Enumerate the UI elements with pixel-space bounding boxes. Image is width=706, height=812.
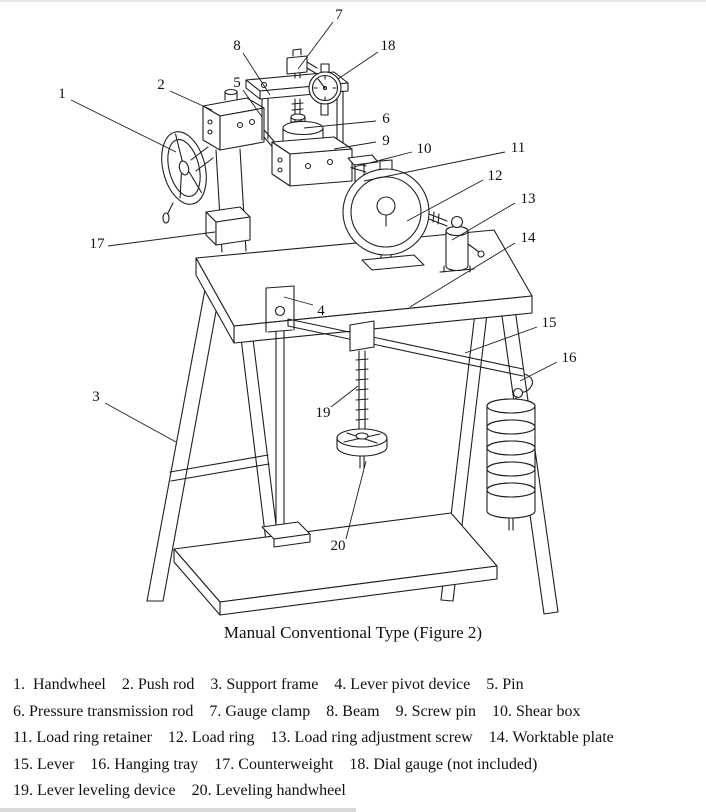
leader-line-18	[337, 51, 379, 80]
callout-12: 12	[488, 168, 503, 184]
leader-line-12	[406, 179, 484, 222]
leader-line-2	[169, 90, 213, 111]
adjustment-screw-drawing	[428, 211, 485, 273]
leader-line-5	[242, 89, 263, 118]
callout-13: 13	[521, 191, 536, 207]
leader-line-11	[363, 151, 506, 182]
leader-line-14	[409, 242, 516, 308]
callout-2: 2	[157, 77, 165, 93]
legend-row-4: 15. Lever 16. Hanging tray 17. Counterwe…	[13, 755, 538, 773]
leader-line-20	[345, 460, 367, 540]
callout-1: 1	[58, 86, 66, 102]
callout-4: 4	[317, 303, 325, 319]
callout-5: 5	[233, 75, 241, 91]
hanging-tray-drawing	[486, 373, 536, 531]
leader-line-9	[333, 141, 377, 150]
shear-box-drawing	[271, 113, 367, 187]
leader-line-1	[70, 99, 177, 153]
dial-gauge-drawing	[308, 63, 342, 116]
legend-row-5: 19. Lever leveling device 20. Leveling h…	[13, 782, 346, 799]
leader-line-15	[464, 326, 538, 354]
callout-7: 7	[335, 7, 343, 23]
leader-line-4	[283, 296, 314, 306]
callout-17: 17	[90, 236, 106, 252]
scan-artifact-top	[0, 0, 706, 2]
leader-line-8	[242, 52, 271, 96]
callout-18: 18	[381, 38, 396, 54]
legend-row-3: 11. Load ring retainer 12. Load ring 13.…	[13, 729, 614, 746]
axle-drawing	[190, 146, 214, 172]
handwheel-drawing	[161, 131, 214, 224]
lever-drawing	[287, 318, 524, 469]
leader-line-13	[451, 202, 516, 241]
gearbox-drawing	[202, 88, 280, 253]
callout-14: 14	[521, 230, 537, 246]
figure-caption: Manual Conventional Type (Figure 2)	[223, 623, 483, 642]
leader-line-6	[303, 120, 377, 129]
lever-pivot-device-drawing	[261, 285, 311, 548]
callout-6: 6	[382, 111, 390, 127]
leader-line-16	[519, 361, 558, 382]
legend-row-1: 1. Handwheel 2. Push rod 3. Support fram…	[13, 676, 524, 693]
scan-artifact-bottom	[0, 808, 356, 812]
callout-9: 9	[382, 133, 390, 149]
callout-10: 10	[417, 141, 432, 157]
support-frame-drawing	[146, 267, 559, 616]
callout-15: 15	[542, 315, 557, 331]
leader-line-10	[349, 151, 413, 169]
pressure-rod-drawing	[291, 98, 304, 129]
callout-3: 3	[92, 389, 100, 405]
leader-line-3	[104, 402, 177, 443]
callout-8: 8	[233, 38, 241, 54]
callout-20: 20	[331, 538, 346, 554]
parts-legend: 1. Handwheel 2. Push rod 3. Support fram…	[13, 672, 703, 805]
callout-11: 11	[511, 140, 525, 156]
leader-line-19	[330, 385, 359, 408]
leader-line-17	[107, 231, 216, 247]
gauge-clamp-drawing	[286, 55, 308, 75]
leader-line-7	[297, 21, 334, 70]
callout-16: 16	[562, 350, 578, 366]
legend-row-2: 6. Pressure transmission rod 7. Gauge cl…	[13, 702, 581, 720]
callout-19: 19	[316, 405, 331, 421]
